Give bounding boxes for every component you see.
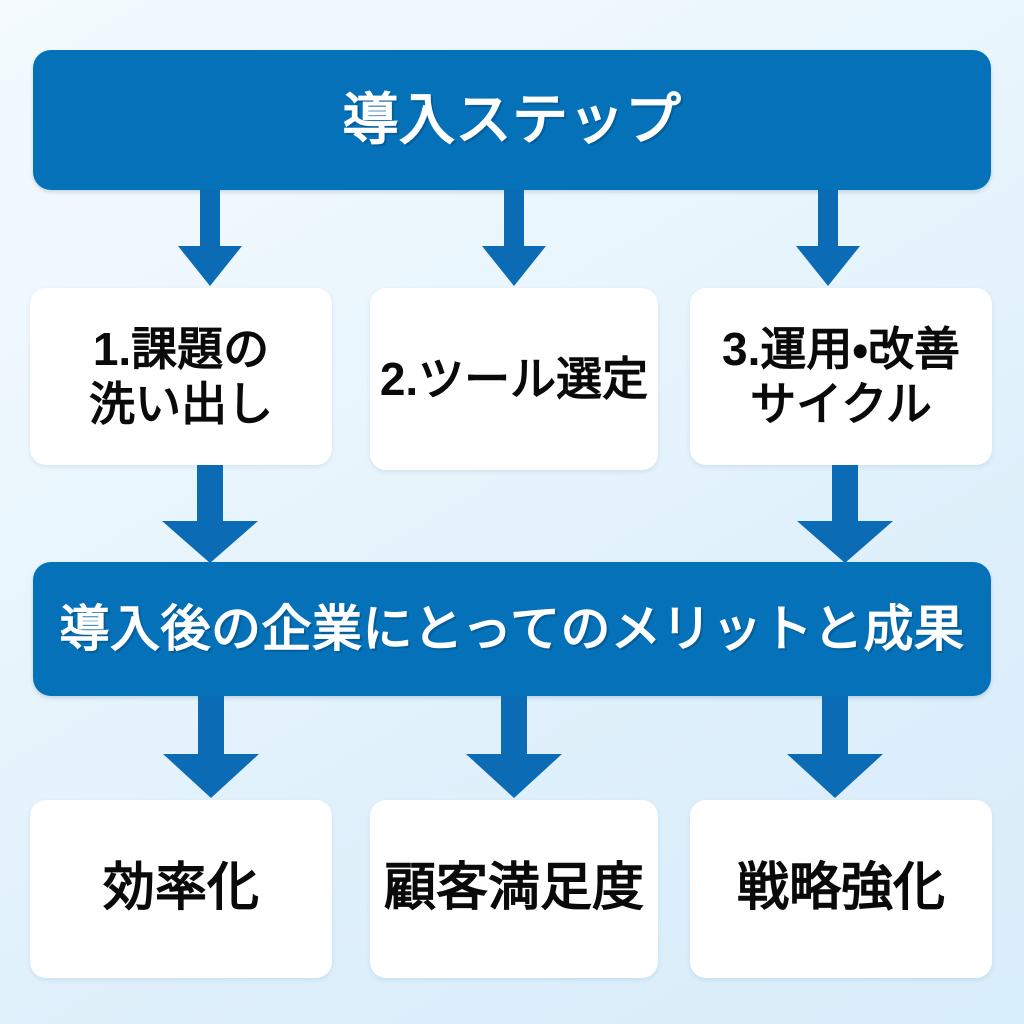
arrow-header-to-step-3-icon xyxy=(792,190,864,288)
step-card-2[interactable]: 2.ツール選定 xyxy=(370,288,658,470)
arrow-benefit-banner-to-outcome-2-icon xyxy=(449,696,579,800)
arrow-step-3-to-benefit-banner-icon xyxy=(780,465,910,565)
arrow-benefit-banner-to-outcome-3-icon xyxy=(770,696,900,800)
header-banner[interactable]: 導入ステップ xyxy=(33,50,991,190)
step-card-3[interactable]: 3.運用・改善 サイクル xyxy=(690,288,992,465)
step-card-1[interactable]: 1.課題の 洗い出し xyxy=(30,288,332,465)
header-banner-label: 導入ステップ xyxy=(342,87,682,151)
outcome-card-2[interactable]: 顧客満足度 xyxy=(370,800,658,978)
benefit-banner[interactable]: 導入後の企業にとってのメリットと成果 xyxy=(33,562,991,696)
outcome-card-1[interactable]: 効率化 xyxy=(30,800,332,978)
benefit-banner-label: 導入後の企業にとってのメリットと成果 xyxy=(59,600,965,657)
step-card-1-label: 1.課題の 洗い出し xyxy=(89,323,273,430)
outcome-card-1-label: 効率化 xyxy=(102,859,259,918)
outcome-card-3-label: 戦略強化 xyxy=(736,859,945,918)
outcome-card-3[interactable]: 戦略強化 xyxy=(690,800,992,978)
arrow-header-to-step-1-icon xyxy=(174,190,246,288)
arrow-step-1-to-benefit-banner-icon xyxy=(145,465,275,565)
arrow-benefit-banner-to-outcome-1-icon xyxy=(146,696,276,800)
arrow-header-to-step-2-icon xyxy=(478,190,550,288)
step-card-2-label: 2.ツール選定 xyxy=(379,352,649,405)
outcome-card-2-label: 顧客満足度 xyxy=(383,859,644,918)
step-card-3-label: 3.運用・改善 サイクル xyxy=(721,323,960,430)
